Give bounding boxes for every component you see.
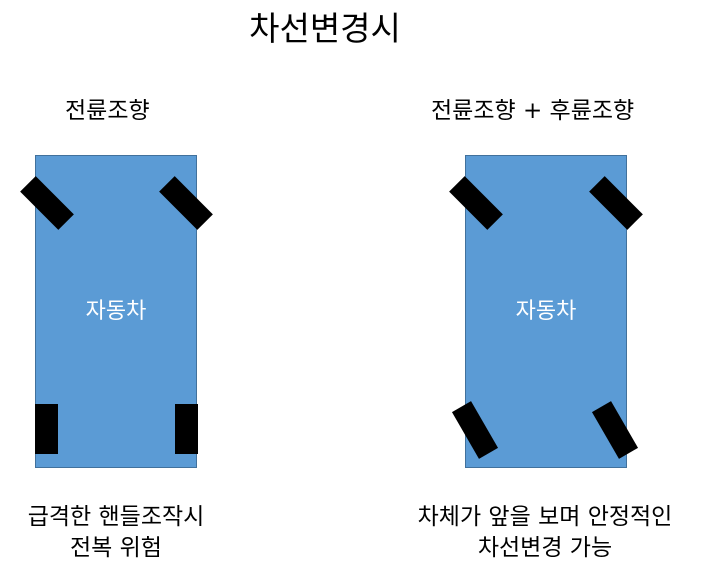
caption-line: 차선변경 가능 xyxy=(477,535,613,561)
four-wheel-steering-caption: 차체가 앞을 보며 안정적인 차선변경 가능 xyxy=(385,502,704,564)
front-steering-heading: 전륜조향 xyxy=(65,98,150,124)
caption-line: 차체가 앞을 보며 안정적인 xyxy=(417,504,673,530)
rear-left-wheel xyxy=(35,404,58,454)
caption-line: 전복 위험 xyxy=(70,535,162,561)
car-label: 자동차 xyxy=(85,299,147,324)
front-steering-caption: 급격한 핸들조작시 전복 위험 xyxy=(0,502,232,564)
caption-line: 급격한 핸들조작시 xyxy=(27,504,205,530)
rear-right-wheel xyxy=(175,404,198,454)
page-title: 차선변경시 xyxy=(249,9,401,48)
four-wheel-steering-heading: 전륜조향 + 후륜조향 xyxy=(431,98,635,124)
car-label: 자동차 xyxy=(515,299,577,324)
